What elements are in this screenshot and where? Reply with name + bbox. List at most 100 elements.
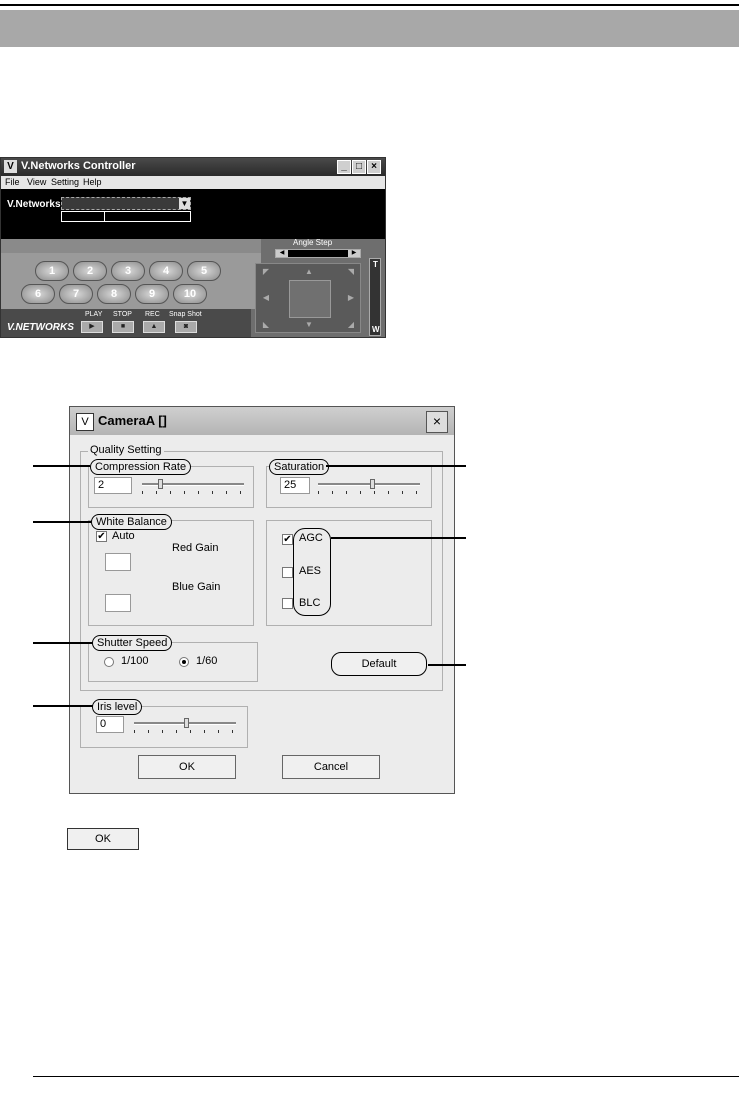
shutter-1-100-radio[interactable]: [104, 657, 114, 667]
play-button[interactable]: ▶: [81, 321, 103, 333]
auto-checkbox[interactable]: ✔: [96, 531, 107, 542]
preset-key-2[interactable]: 2: [73, 261, 107, 281]
menu-view[interactable]: View: [27, 177, 47, 187]
arrow-right-pad-icon[interactable]: ▶: [347, 293, 355, 302]
auto-label: Auto: [112, 530, 135, 542]
arrow-left-icon[interactable]: ◀: [276, 250, 288, 257]
iris-level-input[interactable]: 0: [96, 716, 124, 733]
menu-bar: File View Setting Help: [1, 176, 385, 189]
minimize-icon[interactable]: _: [337, 160, 351, 174]
aes-label: AES: [299, 565, 322, 577]
snapshot-label: Snap Shot: [169, 311, 202, 318]
preset-key-5[interactable]: 5: [187, 261, 221, 281]
bottom-rule: [33, 1076, 739, 1077]
close-icon[interactable]: ×: [426, 411, 448, 433]
shutter-speed-group: [88, 642, 258, 682]
menu-help[interactable]: Help: [83, 177, 102, 187]
callout-oval: [293, 528, 331, 616]
arrow-up-left-icon[interactable]: ◤: [262, 267, 270, 276]
red-gain-label: Red Gain: [172, 542, 219, 554]
rec-button[interactable]: ▲: [143, 321, 165, 333]
default-button[interactable]: Default: [331, 652, 427, 676]
preset-key-1[interactable]: 1: [35, 261, 69, 281]
blc-checkbox[interactable]: [282, 598, 293, 609]
saturation-label: Saturation: [269, 459, 330, 475]
preset-key-4[interactable]: 4: [149, 261, 183, 281]
cancel-button[interactable]: Cancel: [282, 755, 380, 779]
controller-window: V V.Networks Controller _ □ × File View …: [0, 157, 386, 338]
top-rule: [0, 4, 739, 6]
white-balance-label: White Balance: [91, 514, 172, 530]
arrow-right-icon[interactable]: ▶: [348, 250, 360, 257]
preset-key-7[interactable]: 7: [59, 284, 93, 304]
app-logo-icon: V: [76, 413, 94, 431]
app-logo-icon: V: [4, 160, 17, 173]
zoom-wide-label: W: [372, 325, 380, 334]
network-status-field: [61, 211, 191, 222]
network-label: V.Networks: [7, 199, 61, 210]
compression-rate-input[interactable]: 2: [94, 477, 132, 494]
menu-file[interactable]: File: [5, 177, 20, 187]
iris-level-label: Iris level: [92, 699, 143, 715]
network-select[interactable]: ▼: [61, 197, 191, 210]
compression-rate-slider[interactable]: [142, 479, 244, 495]
aes-checkbox[interactable]: [282, 567, 293, 578]
arrow-down-right-icon[interactable]: ◢: [347, 320, 355, 329]
arrow-up-right-icon[interactable]: ◥: [347, 267, 355, 276]
agc-checkbox[interactable]: ✔: [282, 534, 293, 545]
brand-logo: V.NETWORKS: [7, 322, 74, 333]
angle-step-control[interactable]: ◀ ▶: [275, 249, 361, 258]
chevron-down-icon[interactable]: ▼: [179, 198, 190, 209]
dialog-title: CameraA []: [98, 413, 167, 428]
controller-title-bar: V V.Networks Controller _ □ ×: [1, 158, 385, 176]
network-panel: [1, 189, 385, 239]
snapshot-button[interactable]: ◙: [175, 321, 197, 333]
rec-label: REC: [145, 311, 160, 318]
close-icon[interactable]: ×: [367, 160, 381, 174]
red-gain-input[interactable]: [105, 553, 131, 571]
preset-key-3[interactable]: 3: [111, 261, 145, 281]
arrow-down-icon[interactable]: ▼: [305, 320, 313, 329]
shutter-speed-label: Shutter Speed: [92, 635, 173, 651]
slider-thumb[interactable]: [370, 479, 375, 489]
preset-key-8[interactable]: 8: [97, 284, 131, 304]
preset-key-10[interactable]: 10: [173, 284, 207, 304]
blue-gain-label: Blue Gain: [172, 581, 221, 593]
preset-header-strip: [1, 239, 261, 253]
stop-label: STOP: [113, 311, 132, 318]
saturation-input[interactable]: 25: [280, 477, 310, 494]
shutter-1-100-label: 1/100: [121, 655, 149, 667]
zoom-slider[interactable]: T W: [369, 258, 381, 336]
arrow-down-left-icon[interactable]: ◣: [262, 320, 270, 329]
arrow-up-icon[interactable]: ▲: [305, 267, 313, 276]
exposure-group: [266, 520, 432, 626]
zoom-tele-label: T: [373, 260, 378, 269]
slider-thumb[interactable]: [158, 479, 163, 489]
iris-level-slider[interactable]: [134, 718, 236, 734]
slider-thumb[interactable]: [184, 718, 189, 728]
ok-button[interactable]: OK: [138, 755, 236, 779]
quality-setting-label: Quality Setting: [88, 444, 164, 456]
quality-setting-group: [80, 451, 443, 691]
saturation-group: [266, 466, 432, 508]
shutter-1-60-radio[interactable]: [179, 657, 189, 667]
callout-line: [428, 664, 466, 666]
maximize-icon[interactable]: □: [352, 160, 366, 174]
section-header-bar: [0, 10, 739, 47]
pan-tilt-center[interactable]: [289, 280, 331, 318]
stop-button[interactable]: ■: [112, 321, 134, 333]
preset-key-panel: 1 2 3 4 5 6 7 8 9 10: [1, 253, 261, 309]
preset-key-6[interactable]: 6: [21, 284, 55, 304]
menu-setting[interactable]: Setting: [51, 177, 80, 187]
ok-button-illustration: OK: [67, 828, 139, 850]
blue-gain-input[interactable]: [105, 594, 131, 612]
pan-tilt-pad: ◤ ▲ ◥ ◀ ▶ ◣ ▼ ◢: [255, 263, 361, 333]
iris-level-group: [80, 706, 248, 748]
callout-line: [331, 537, 466, 539]
callout-line: [33, 465, 90, 467]
callout-line: [326, 465, 466, 467]
preset-key-9[interactable]: 9: [135, 284, 169, 304]
arrow-left-pad-icon[interactable]: ◀: [262, 293, 270, 302]
saturation-slider[interactable]: [318, 479, 420, 495]
controller-title: V.Networks Controller: [21, 160, 136, 172]
